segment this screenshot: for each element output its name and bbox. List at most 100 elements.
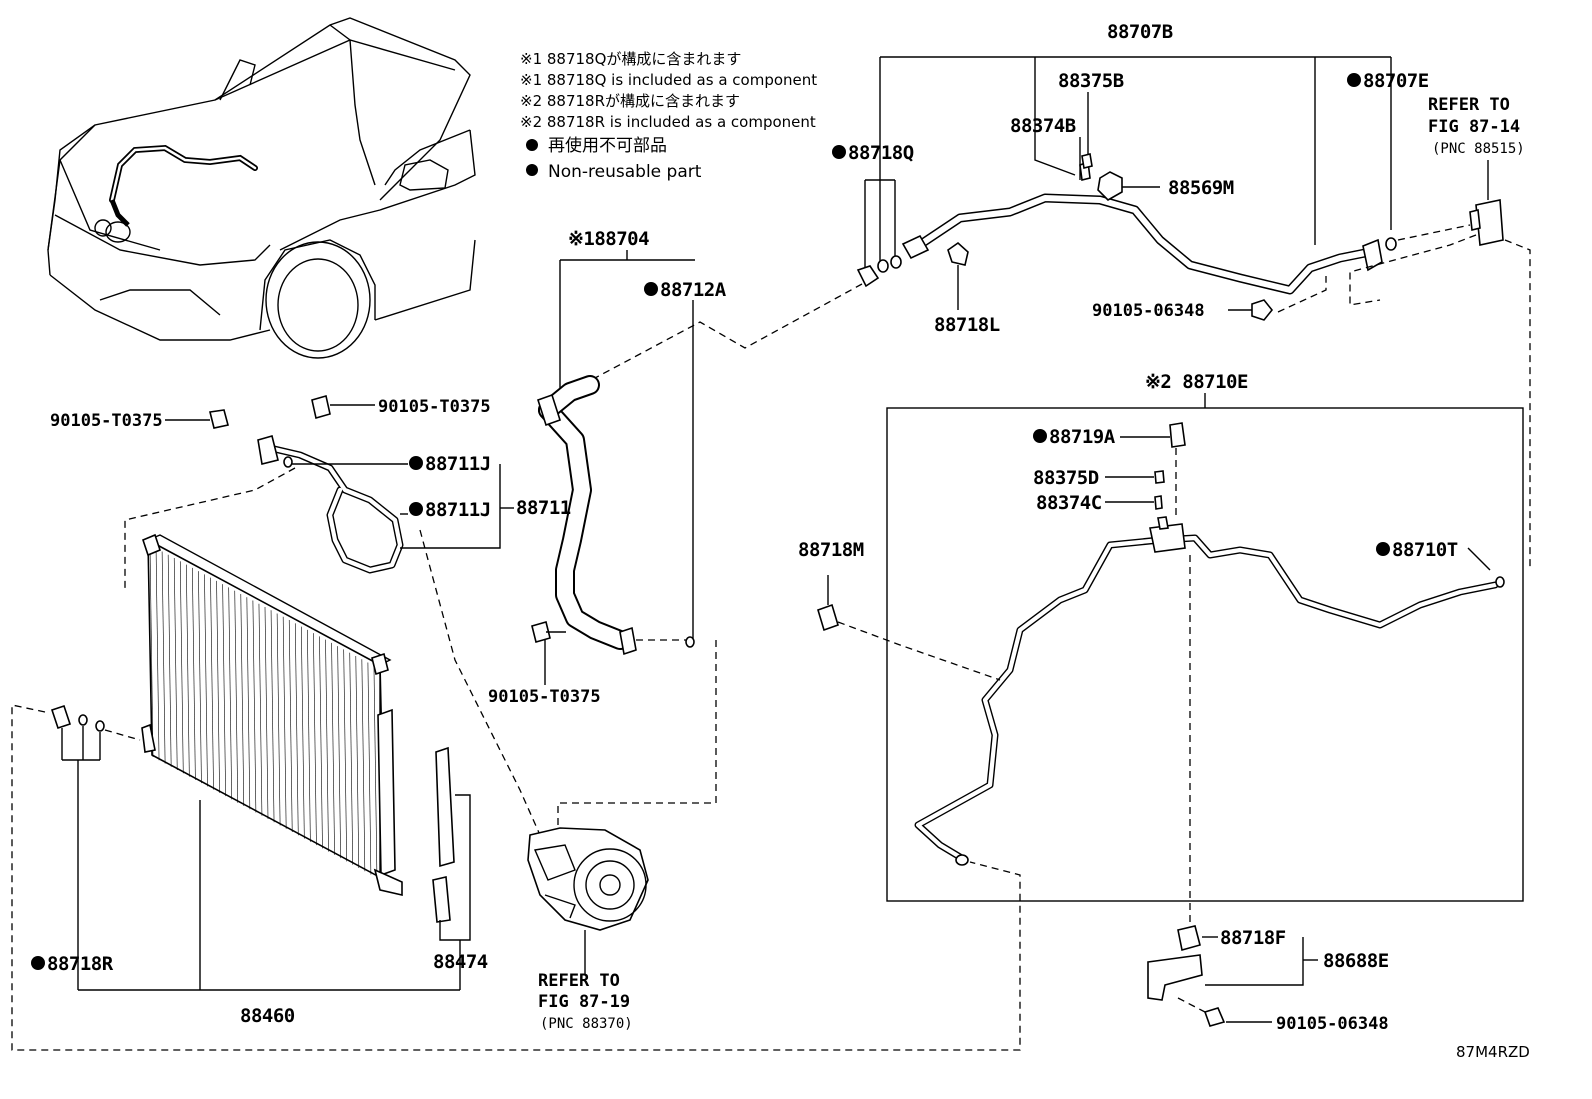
- condenser-fin: [179, 561, 184, 774]
- label-88711j-b: 88711J: [425, 499, 491, 521]
- condenser-fin: [343, 649, 347, 862]
- label-90105-06348-bot: 90105-06348: [1276, 1014, 1389, 1034]
- condenser-fin: [149, 544, 154, 758]
- condenser-fin: [355, 655, 360, 868]
- condenser-fin: [186, 564, 190, 777]
- suction-hose-88704: [531, 250, 717, 830]
- non-reusable-icon: [644, 282, 658, 296]
- condenser-fin: [313, 633, 317, 846]
- label-90105-t0375-c: 90105-T0375: [488, 687, 601, 707]
- label-88707e: 88707E: [1363, 70, 1429, 92]
- condenser-fin: [367, 662, 372, 875]
- non-reusable-icon: [409, 502, 423, 516]
- label-88718r: 88718R: [47, 953, 114, 975]
- label-88460: 88460: [240, 1005, 295, 1027]
- condenser-fin: [258, 603, 263, 816]
- label-88375b: 88375B: [1058, 70, 1124, 92]
- bullet-icon: [526, 139, 538, 151]
- non-reusable-icon: [31, 956, 45, 970]
- label-90105-06348-top: 90105-06348: [1092, 301, 1205, 321]
- refer-fig-87-19-line3: (PNC 88370): [540, 1016, 633, 1032]
- car-illustration: [47, 17, 476, 359]
- label-88374c: 88374C: [1036, 492, 1102, 514]
- non-reusable-icon: [832, 145, 846, 159]
- condenser-fin: [198, 571, 202, 784]
- note-2-jp: ※2 88718Rが構成に含まれます: [520, 92, 740, 110]
- refer-fig-87-14-line3: (PNC 88515): [1432, 141, 1525, 157]
- non-reusable-icon: [409, 456, 423, 470]
- label-88718l: 88718L: [934, 314, 1000, 336]
- condenser-fin: [331, 642, 335, 855]
- non-reusable-icon: [1033, 429, 1047, 443]
- condenser-fin: [349, 652, 354, 865]
- condenser-fin: [361, 659, 366, 872]
- label-88712a: 88712A: [660, 279, 727, 301]
- condenser-fin: [276, 613, 281, 826]
- diagram-code: 87M4RZD: [1456, 1043, 1530, 1061]
- condenser-fin: [246, 597, 251, 810]
- label-88375d: 88375D: [1033, 467, 1099, 489]
- label-88704: ※188704: [568, 228, 649, 250]
- pipe-assembly-88707b: [594, 56, 1471, 379]
- notes-block: ※1 88718Qが構成に含まれます ※1 88718Q is included…: [520, 50, 817, 182]
- condenser-fin: [288, 620, 293, 833]
- dryer-parts-88474: [432, 746, 471, 941]
- condenser-fin: [210, 577, 214, 790]
- note-2-en: ※2 88718R is included as a component: [520, 113, 816, 131]
- refer-fig-87-19-line1: REFER TO: [538, 971, 620, 991]
- condenser-fin: [319, 636, 323, 849]
- label-88707b: 88707B: [1107, 21, 1173, 43]
- label-88711j-a: 88711J: [425, 453, 491, 475]
- condenser-fin: [325, 639, 329, 852]
- label-88711: 88711: [516, 497, 571, 519]
- refer-fig-87-14-line2: FIG 87-14: [1428, 117, 1520, 137]
- condenser-fin: [222, 584, 226, 797]
- note-1-jp: ※1 88718Qが構成に含まれます: [520, 50, 741, 68]
- note-1-en: ※1 88718Q is included as a component: [520, 71, 817, 89]
- bracket-88688e: [1147, 925, 1318, 1027]
- non-reusable-icon: [1376, 542, 1390, 556]
- condenser-fin: [373, 665, 378, 878]
- non-reusable-icon: [1347, 73, 1361, 87]
- label-90105-t0375-b: 90105-T0375: [378, 397, 491, 417]
- condenser-fin: [264, 606, 269, 820]
- condenser-fin: [282, 616, 287, 829]
- expansion-valve: [1349, 160, 1531, 570]
- label-88718f: 88718F: [1220, 927, 1286, 949]
- o-rings-88718r: [11, 704, 1021, 1051]
- condenser-fin: [192, 567, 196, 780]
- condenser-fin: [173, 558, 178, 771]
- part-labels: 88707B 88375B 88374B 88707E 88718Q 88569…: [31, 21, 1530, 1061]
- label-88474: 88474: [433, 951, 488, 973]
- condenser-fin: [240, 593, 245, 806]
- bullet-icon: [526, 164, 538, 176]
- condenser-fin: [301, 626, 305, 839]
- condenser-fin: [155, 548, 160, 761]
- condenser-fin: [294, 623, 299, 836]
- label-88718m: 88718M: [798, 539, 864, 561]
- condenser-fin: [234, 590, 239, 803]
- condenser-fin: [252, 600, 257, 813]
- liquid-pipe-88710e: [817, 393, 1524, 935]
- label-88569m: 88569M: [1168, 177, 1234, 199]
- condenser-fin: [167, 554, 172, 767]
- compressor: [527, 827, 649, 975]
- condenser-fin: [204, 574, 208, 787]
- label-88710e: ※2 88710E: [1145, 371, 1248, 393]
- label-88374b: 88374B: [1010, 115, 1076, 137]
- condenser-fin: [228, 587, 232, 800]
- label-90105-t0375-a: 90105-T0375: [50, 411, 163, 431]
- condenser-fin: [337, 646, 341, 859]
- condenser-fin: [307, 629, 311, 842]
- label-88688e: 88688E: [1323, 950, 1389, 972]
- refer-fig-87-14-line1: REFER TO: [1428, 95, 1510, 115]
- condenser-fin: [270, 610, 275, 823]
- discharge-hose-88711: [124, 394, 541, 836]
- label-88719a: 88719A: [1049, 426, 1116, 448]
- condenser-fin: [161, 551, 166, 764]
- legend-en: Non-reusable part: [548, 162, 702, 182]
- legend-jp: 再使用不可部品: [548, 135, 667, 156]
- label-88710t: 88710T: [1392, 539, 1458, 561]
- label-88718q: 88718Q: [848, 142, 914, 164]
